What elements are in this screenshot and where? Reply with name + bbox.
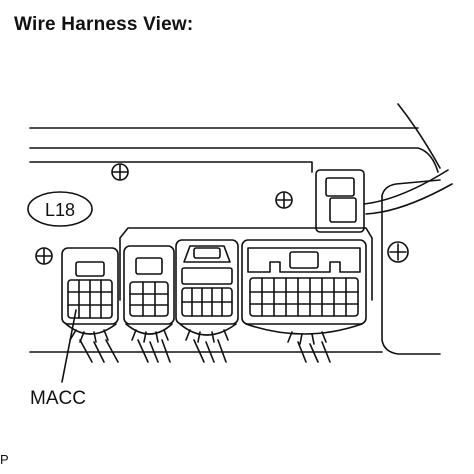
connector-id-text: L18 [45, 200, 75, 220]
wire-bundle [79, 339, 331, 363]
page-code: P [0, 452, 9, 467]
connector-id-label [27, 191, 93, 227]
connector-name-label: MACC [30, 388, 86, 409]
connector-3 [175, 239, 239, 343]
macc-leader-line [61, 309, 77, 383]
antenna-connector [315, 169, 453, 233]
mounting-screw-icon [275, 191, 293, 209]
mounting-screw-icon [35, 247, 53, 265]
panel-body [29, 103, 441, 355]
connector-macc [61, 247, 119, 343]
connector-2 [123, 245, 175, 343]
mounting-screw-icon [111, 163, 129, 181]
connector-housing [119, 227, 373, 301]
page-title: Wire Harness View: [14, 14, 194, 35]
mounting-screw-icon [387, 241, 409, 263]
connector-4 [241, 239, 367, 345]
